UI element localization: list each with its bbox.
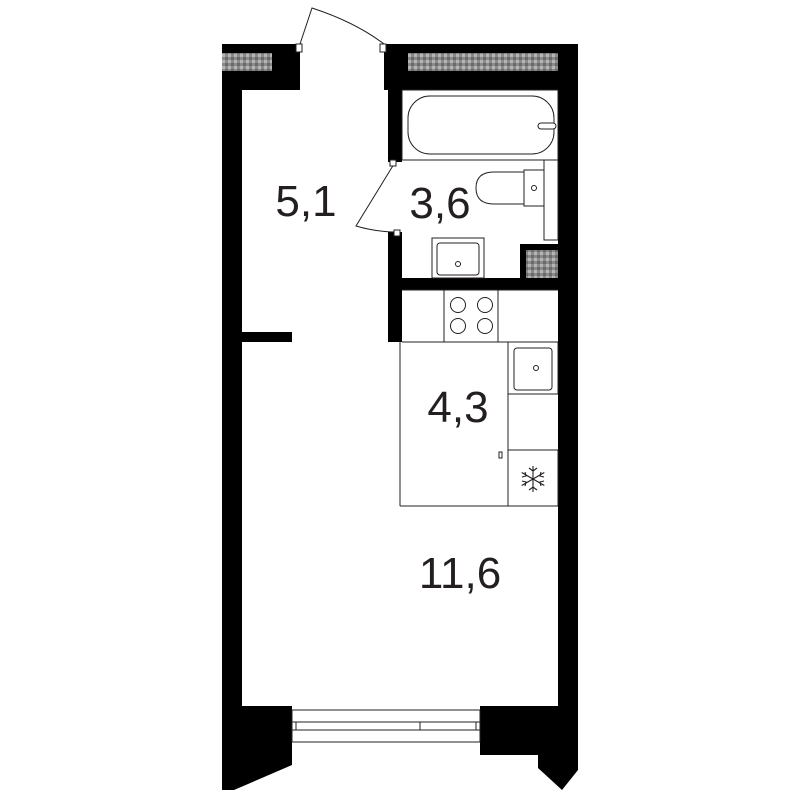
toilet <box>475 159 559 241</box>
shaft-top-right <box>408 53 558 71</box>
wall-kitchen-left <box>388 288 402 342</box>
wall-bath-bottom <box>388 278 564 290</box>
wall-bottom-left <box>222 706 292 790</box>
bathroom-fixtures <box>401 89 559 279</box>
wall-bottom-right <box>480 706 578 790</box>
fridge <box>498 449 559 507</box>
bathroom-area-label: 3,6 <box>409 179 470 228</box>
hall-area-label: 5,1 <box>275 177 336 226</box>
shafts <box>222 53 558 278</box>
bathroom-door <box>355 159 401 237</box>
shaft-bath-fill <box>526 250 558 278</box>
wall-left <box>222 78 242 710</box>
wall-bath-left-lower <box>388 232 402 290</box>
kitchen-area-label: 4,3 <box>427 383 488 432</box>
kitchen-sink <box>507 341 559 395</box>
kitchen-fixtures <box>399 289 559 507</box>
shaft-top-left <box>222 53 272 71</box>
snowflake-icon <box>521 466 545 492</box>
entrance-door <box>295 7 387 53</box>
bathroom-sink <box>431 237 485 279</box>
wall-bath-left-upper <box>388 84 402 162</box>
bathtub <box>401 89 559 161</box>
wall-hall-stub <box>240 332 292 342</box>
wall-right <box>558 44 578 710</box>
stove <box>443 289 499 343</box>
window-bottom <box>291 709 481 743</box>
living-area-label: 11,6 <box>419 549 501 598</box>
